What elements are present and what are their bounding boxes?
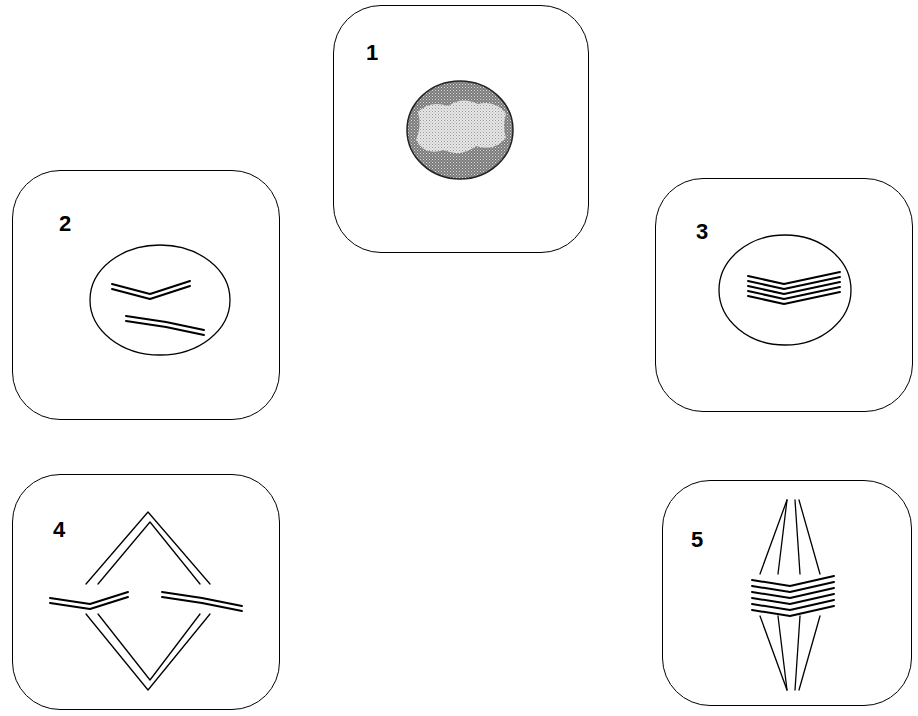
spindle-metaphase	[752, 500, 834, 690]
interphase-nucleus	[407, 81, 513, 179]
cell-outline: 5	[662, 480, 912, 706]
prophase-nucleus	[90, 245, 230, 355]
callout-number: 5	[691, 529, 703, 551]
spindle-prometaphase	[50, 512, 242, 690]
cell-outline: 2	[12, 170, 280, 420]
callout-number: 2	[59, 213, 71, 235]
cell-outline: 4	[12, 474, 280, 710]
callout-number: 1	[366, 42, 378, 64]
condensed-chromosomes	[719, 235, 851, 345]
callout-number: 4	[53, 519, 65, 541]
cell-outline: 3	[655, 178, 913, 412]
cell-outline: 1	[333, 5, 589, 253]
callout-number: 3	[696, 221, 708, 243]
